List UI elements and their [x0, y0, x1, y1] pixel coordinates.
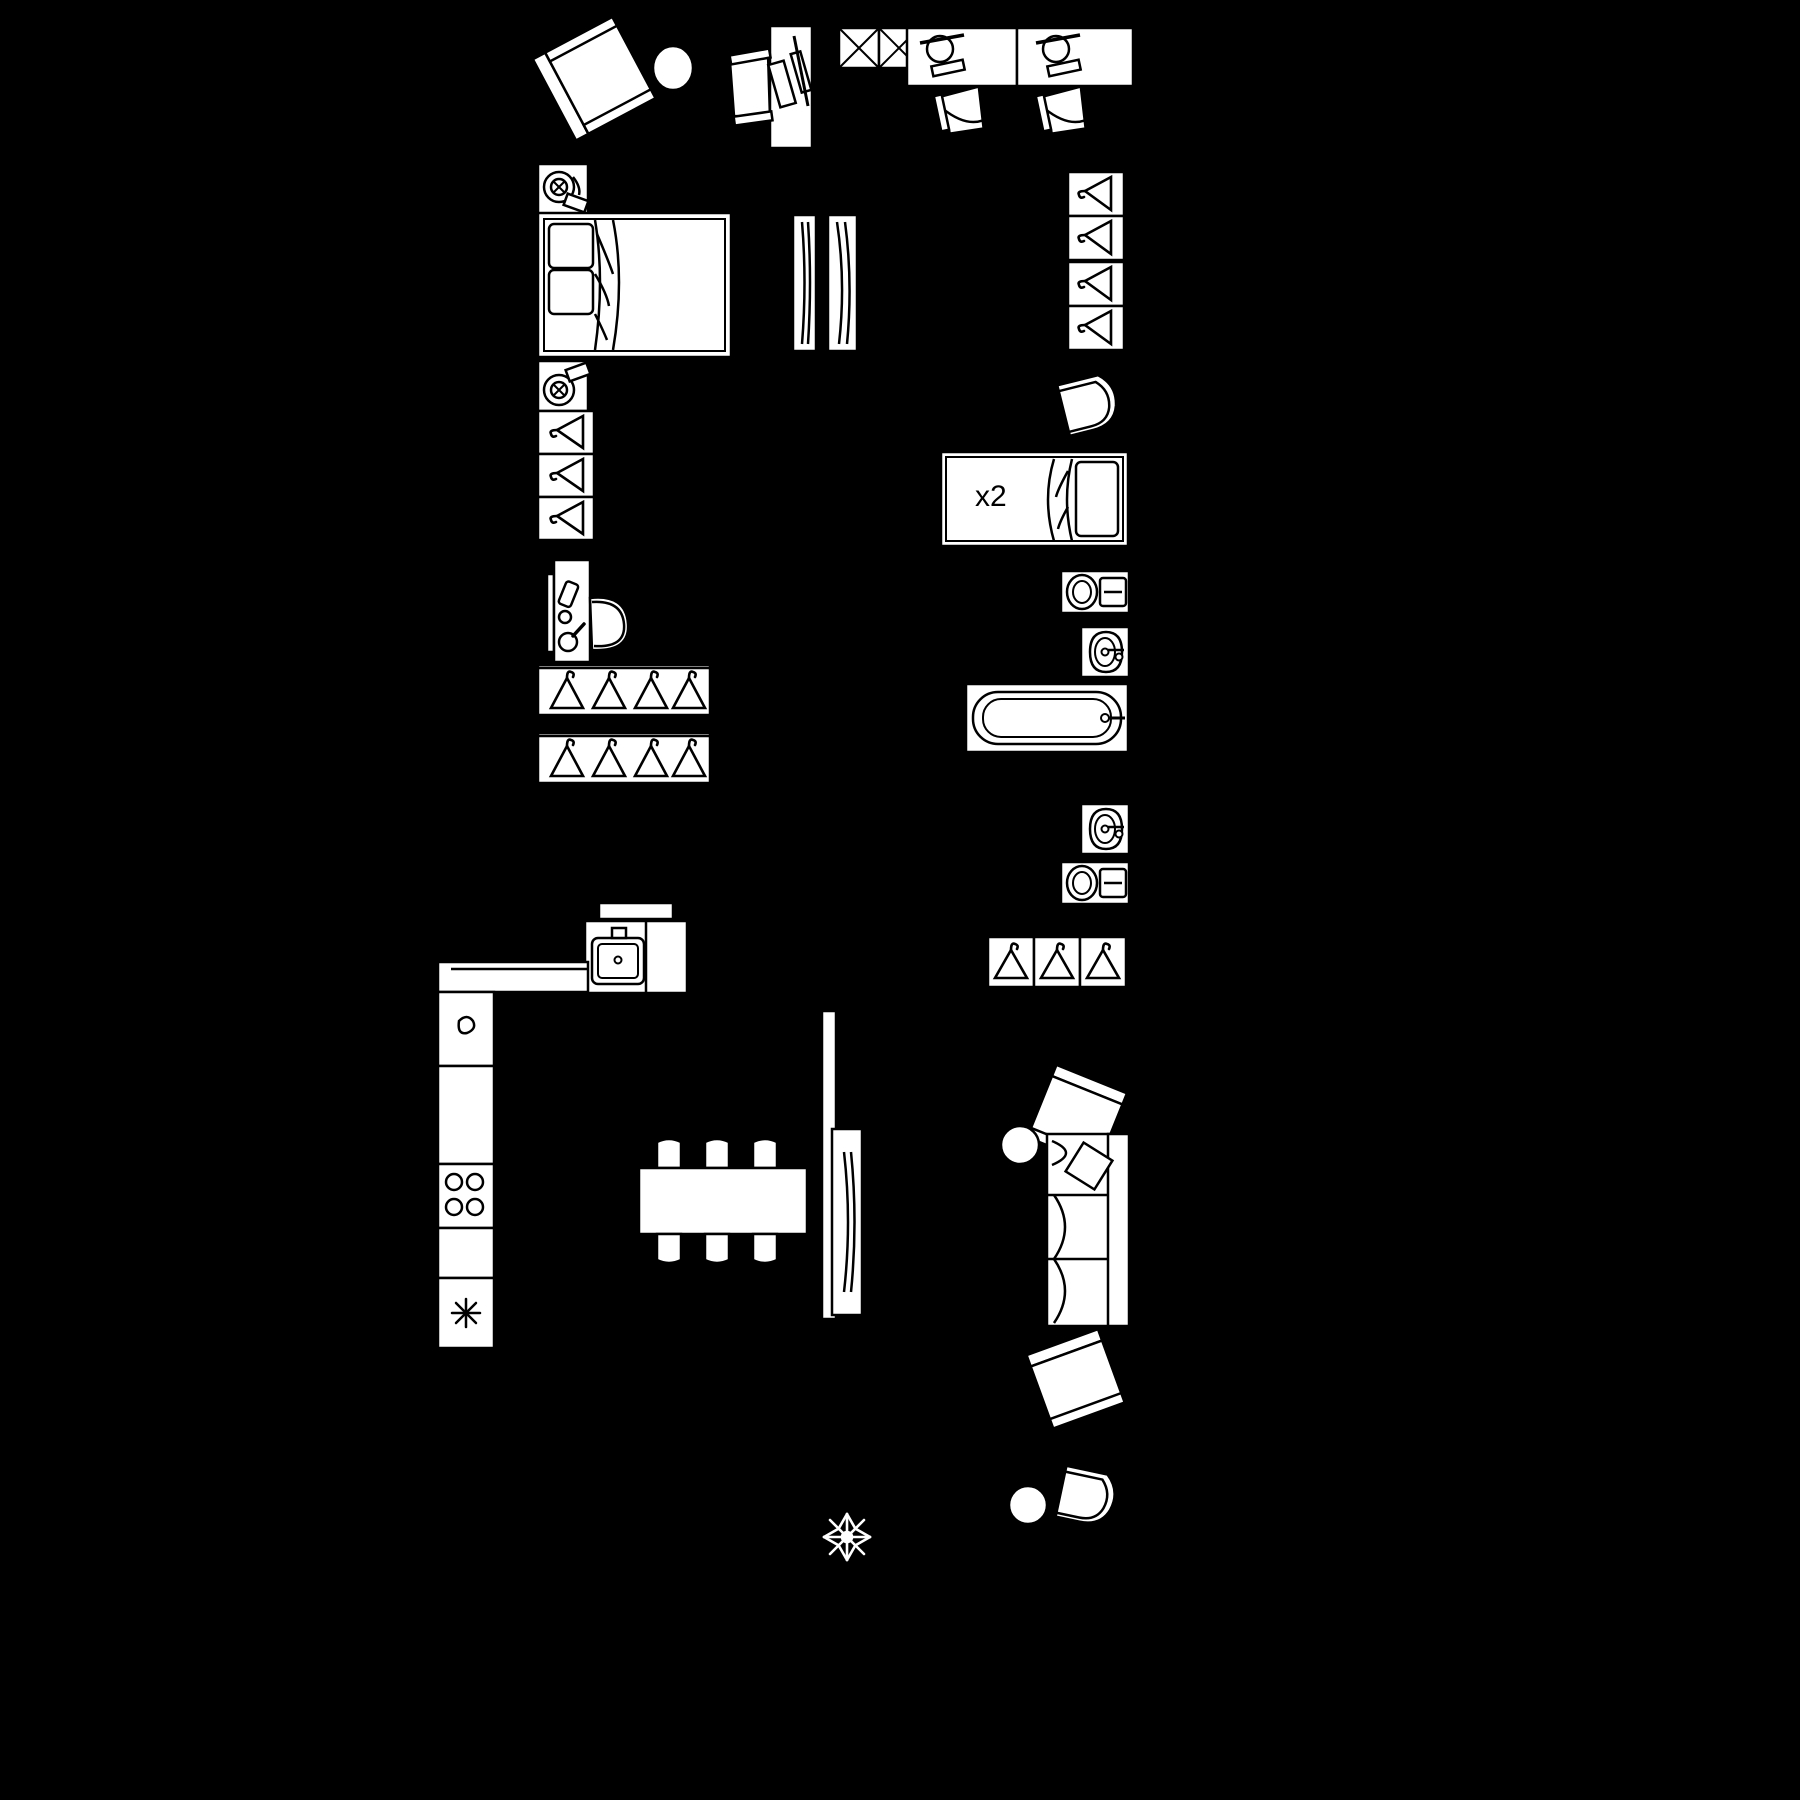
- closet-rail-with-hangers: [536, 663, 715, 718]
- kitchen-sink-unit: [583, 919, 690, 996]
- washbasin: [1079, 625, 1132, 680]
- round-side-table: [650, 44, 696, 92]
- double-bed: [536, 211, 735, 360]
- round-coffee-table: [999, 1124, 1041, 1166]
- armchair: [1024, 1327, 1134, 1431]
- tub-armchair: [1055, 372, 1125, 438]
- console-sideboard: [830, 1127, 865, 1318]
- dining-table: [637, 1128, 814, 1278]
- nightstand-with-lamp: [536, 359, 593, 416]
- toilet: [1059, 860, 1132, 907]
- closet-rail-with-hangers: [536, 731, 715, 786]
- potted-plant: [818, 1508, 876, 1566]
- counter-with-place-setting: [905, 26, 1136, 89]
- wardrobe-with-hanger: [1066, 170, 1131, 353]
- desk-with-chair: [712, 22, 842, 154]
- tub-armchair: [1052, 1464, 1124, 1533]
- dining-chair: [1034, 84, 1096, 142]
- vanity-dressing-table: [536, 558, 648, 664]
- wardrobe-with-hanger: [536, 409, 601, 542]
- kitchen-base-run: [436, 990, 499, 1351]
- armchair: [531, 15, 658, 145]
- nightstand-with-lamp: [536, 162, 593, 219]
- full-length-mirror: [826, 213, 859, 353]
- dining-chair: [932, 84, 994, 142]
- kitchen-worktop: [436, 960, 591, 995]
- bathtub: [964, 682, 1133, 755]
- three-seat-sofa: [1045, 1132, 1134, 1329]
- round-coffee-table: [1007, 1484, 1049, 1526]
- full-length-mirror: [791, 213, 818, 353]
- single-bed: [939, 450, 1132, 549]
- closet-rail-with-hangers: [986, 935, 1131, 990]
- upper-cabinet: [597, 901, 676, 922]
- washbasin: [1079, 802, 1132, 857]
- single-bed-quantity-label: x2: [975, 480, 1007, 513]
- toilet: [1059, 569, 1132, 616]
